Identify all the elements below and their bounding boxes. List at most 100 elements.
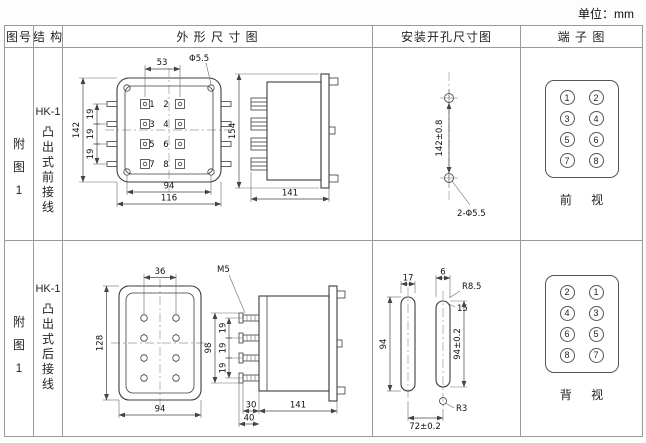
fig-no-line: 图 xyxy=(12,160,25,174)
mounting-cell-1: 142±0.8 2-Φ5.5 xyxy=(373,48,521,241)
dim-top-width: 36 xyxy=(155,267,166,277)
dim-pitch-total: 98 xyxy=(204,343,214,354)
terminal-circle: 6 xyxy=(588,132,604,147)
dim-pitch: 19 xyxy=(86,109,96,120)
mounting-drawing-front-wiring: 142±0.8 2-Φ5.5 xyxy=(435,72,486,219)
dim-stud-outer: 40 xyxy=(244,414,255,424)
terminal-circle: 3 xyxy=(559,111,575,126)
fig-no-line: 1 xyxy=(15,183,23,197)
front-view-dimensions: 53 Φ5.5 142 19 19 19 xyxy=(72,54,222,207)
front-view-dimensions: 36 128 94 xyxy=(96,267,202,418)
terminal-circle: 3 xyxy=(588,305,604,321)
dim-pitch-h: 72±0.2 xyxy=(409,422,440,432)
terminal-circle: 5 xyxy=(588,326,604,342)
dim-pitch: 19 xyxy=(219,343,229,354)
outline-drawing-front-wiring: 1 2 3 4 5 6 7 8 53 Φ5.5 xyxy=(72,54,339,207)
fig-no-line: 附 xyxy=(12,137,25,151)
terminal-view-caption: 前 视 xyxy=(559,193,612,207)
dim-side-height: 154 xyxy=(228,123,238,139)
terminal-circle: 8 xyxy=(559,347,575,363)
structure-char: 凸 xyxy=(41,124,54,139)
dim-top-width: 53 xyxy=(157,58,168,68)
side-view-dimensions: 154 141 xyxy=(228,73,330,202)
unit-label: 单位：mm xyxy=(578,7,634,21)
terminal-circle: 5 xyxy=(559,132,575,147)
fig-no-line: 附 xyxy=(12,315,25,329)
structure-cell-2: HK-1 凸 出 式 后 接 线 xyxy=(34,241,63,436)
terminal-number: 3 xyxy=(149,120,154,130)
terminal-cell-2: 2 1 4 3 6 5 8 7 背 视 xyxy=(521,241,642,436)
structure-char: 前 xyxy=(41,169,54,184)
terminal-number: 8 xyxy=(163,160,168,170)
mounting-dimensions: 142±0.8 2-Φ5.5 xyxy=(435,102,486,219)
terminal-circle: 2 xyxy=(559,284,575,300)
outline-cell-2: 36 128 94 xyxy=(63,241,373,436)
structure-cell-1: HK-1 凸 出 式 前 接 线 xyxy=(34,48,63,241)
terminal-circle: 4 xyxy=(559,305,575,321)
terminal-circle: 2 xyxy=(588,90,604,105)
dim-height: 94 xyxy=(379,339,389,350)
spec-table: 图号 结 构 外 形 尺 寸 图 安装开孔尺寸图 端 子 图 附 图 1 HK-… xyxy=(4,25,643,437)
dim-height: 128 xyxy=(96,335,106,351)
side-view xyxy=(238,285,346,402)
terminal-circle: 7 xyxy=(559,153,575,168)
terminal-number: 4 xyxy=(163,120,168,130)
dim-slot-width: 6 xyxy=(440,268,445,278)
dim-stud: 30 xyxy=(246,401,257,411)
dim-pitch: 19 xyxy=(86,149,96,160)
radius-small-label: R3 xyxy=(456,404,467,414)
dim-height: 142 xyxy=(72,122,82,138)
dim-width: 94 xyxy=(155,405,166,415)
dim-pitch: 19 xyxy=(219,323,229,334)
header-terminal: 端 子 图 xyxy=(521,26,642,48)
dim-gap: 15 xyxy=(457,304,468,314)
front-view xyxy=(111,279,209,407)
terminal-circle: 7 xyxy=(588,347,604,363)
mounting-slots xyxy=(400,287,451,409)
terminal-cell-1: 1 2 3 4 5 6 7 8 前 视 xyxy=(521,48,642,241)
terminal-circle: 6 xyxy=(559,326,575,342)
fig-no-cell-2: 附 图 1 xyxy=(5,241,34,436)
terminal-view-caption: 背 视 xyxy=(559,387,612,402)
structure-char: 后 xyxy=(41,346,54,361)
mounting-dimensions: 17 6 15 R8.5 94 94±0.2 xyxy=(379,268,481,433)
outline-drawing-rear-wiring: 36 128 94 xyxy=(96,265,346,427)
header-structure: 结 构 xyxy=(34,26,63,48)
dim-width-outer: 116 xyxy=(161,194,177,204)
mounting-cell-2: 17 6 15 R8.5 94 94±0.2 xyxy=(373,241,521,436)
structure-char: 式 xyxy=(41,154,54,169)
dim-pitch: 19 xyxy=(219,363,229,374)
terminal-number: 1 xyxy=(149,100,154,110)
dim-slot-pitch-v: 94±0.2 xyxy=(453,328,463,359)
holes-callout: 2-Φ5.5 xyxy=(457,209,486,219)
side-view xyxy=(250,73,339,189)
structure-char: 凸 xyxy=(41,301,54,316)
front-view: 1 2 3 4 5 6 7 8 xyxy=(105,68,235,192)
dim-pitch: 19 xyxy=(86,129,96,140)
structure-char: 接 xyxy=(41,361,54,376)
header-outline: 外 形 尺 寸 图 xyxy=(63,26,373,48)
mounting-drawing-rear-wiring: 17 6 15 R8.5 94 94±0.2 xyxy=(379,268,481,433)
terminal-diagram-front: 1 2 3 4 5 6 7 8 xyxy=(544,80,619,178)
fig-no-line: 1 xyxy=(15,361,23,375)
structure-char: 接 xyxy=(41,184,54,199)
structure-char: 式 xyxy=(41,331,54,346)
structure-model: HK-1 xyxy=(35,283,61,295)
header-fig-no: 图号 xyxy=(5,26,34,48)
terminal-circle: 8 xyxy=(588,153,604,168)
radius-large-label: R8.5 xyxy=(462,282,481,292)
fig-no-line: 图 xyxy=(12,338,25,352)
dim-depth: 141 xyxy=(282,189,298,199)
dim-hole-pitch: 142±0.8 xyxy=(435,120,445,157)
terminal-number: 7 xyxy=(149,160,154,170)
fig-no-cell-1: 附 图 1 xyxy=(5,48,34,241)
structure-char: 线 xyxy=(41,199,54,214)
dim-hole-dia: Φ5.5 xyxy=(189,54,209,64)
dim-slot-top: 17 xyxy=(403,274,414,284)
structure-char: 出 xyxy=(41,316,54,331)
terminal-circle: 1 xyxy=(559,90,575,105)
structure-char: 出 xyxy=(41,139,54,154)
terminal-number: 6 xyxy=(163,140,168,150)
terminal-circle: 4 xyxy=(588,111,604,126)
